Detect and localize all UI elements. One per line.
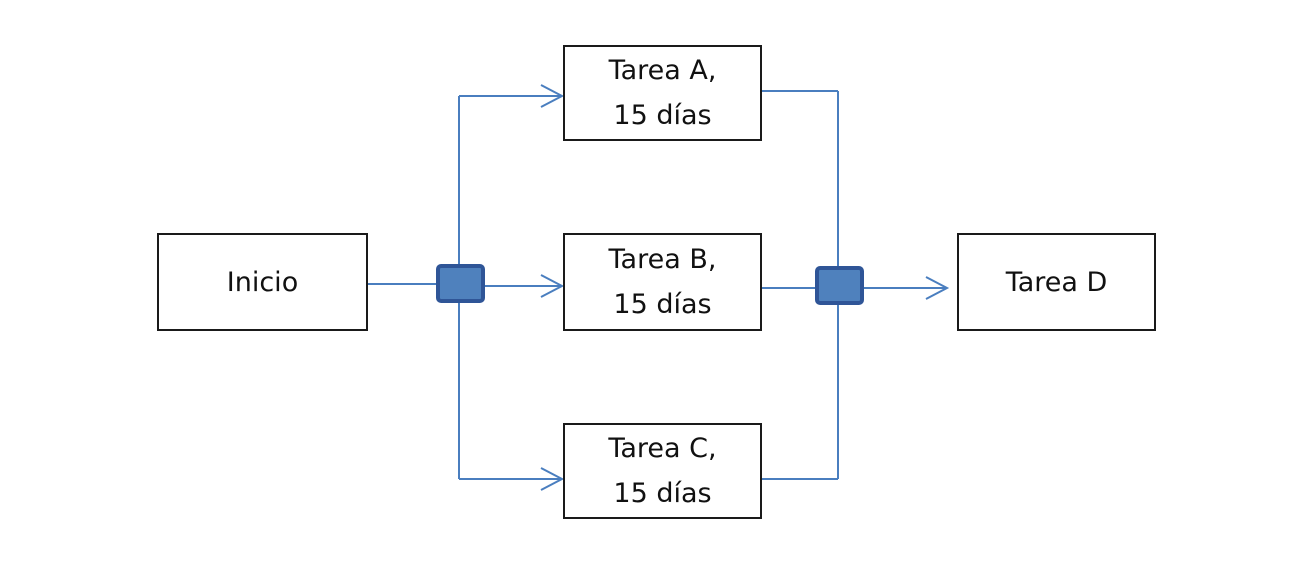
- inicio-box: Inicio: [157, 233, 368, 331]
- tarea-c-duration: 15 días: [613, 478, 712, 509]
- tarea-b-duration: 15 días: [613, 289, 712, 320]
- split-junction-node: [436, 264, 485, 303]
- tarea-c-label: Tarea C,: [608, 433, 717, 464]
- arrowhead-tarea-d: [925, 276, 950, 300]
- tarea-d-label: Tarea D: [1005, 266, 1108, 298]
- merge-junction-node: [815, 266, 864, 305]
- tarea-a-label: Tarea A,: [608, 55, 717, 86]
- tarea-a-duration: 15 días: [613, 100, 712, 131]
- arrowhead-tarea-c: [540, 467, 565, 491]
- tarea-d-box: Tarea D: [957, 233, 1156, 331]
- tarea-a-box: Tarea A, 15 días: [563, 45, 762, 141]
- tarea-b-box: Tarea B, 15 días: [563, 233, 762, 331]
- arrowhead-tarea-b: [540, 274, 565, 298]
- arrowhead-tarea-a: [540, 84, 565, 108]
- inicio-label: Inicio: [226, 266, 299, 298]
- tarea-b-label: Tarea B,: [608, 244, 717, 275]
- tarea-c-box: Tarea C, 15 días: [563, 423, 762, 519]
